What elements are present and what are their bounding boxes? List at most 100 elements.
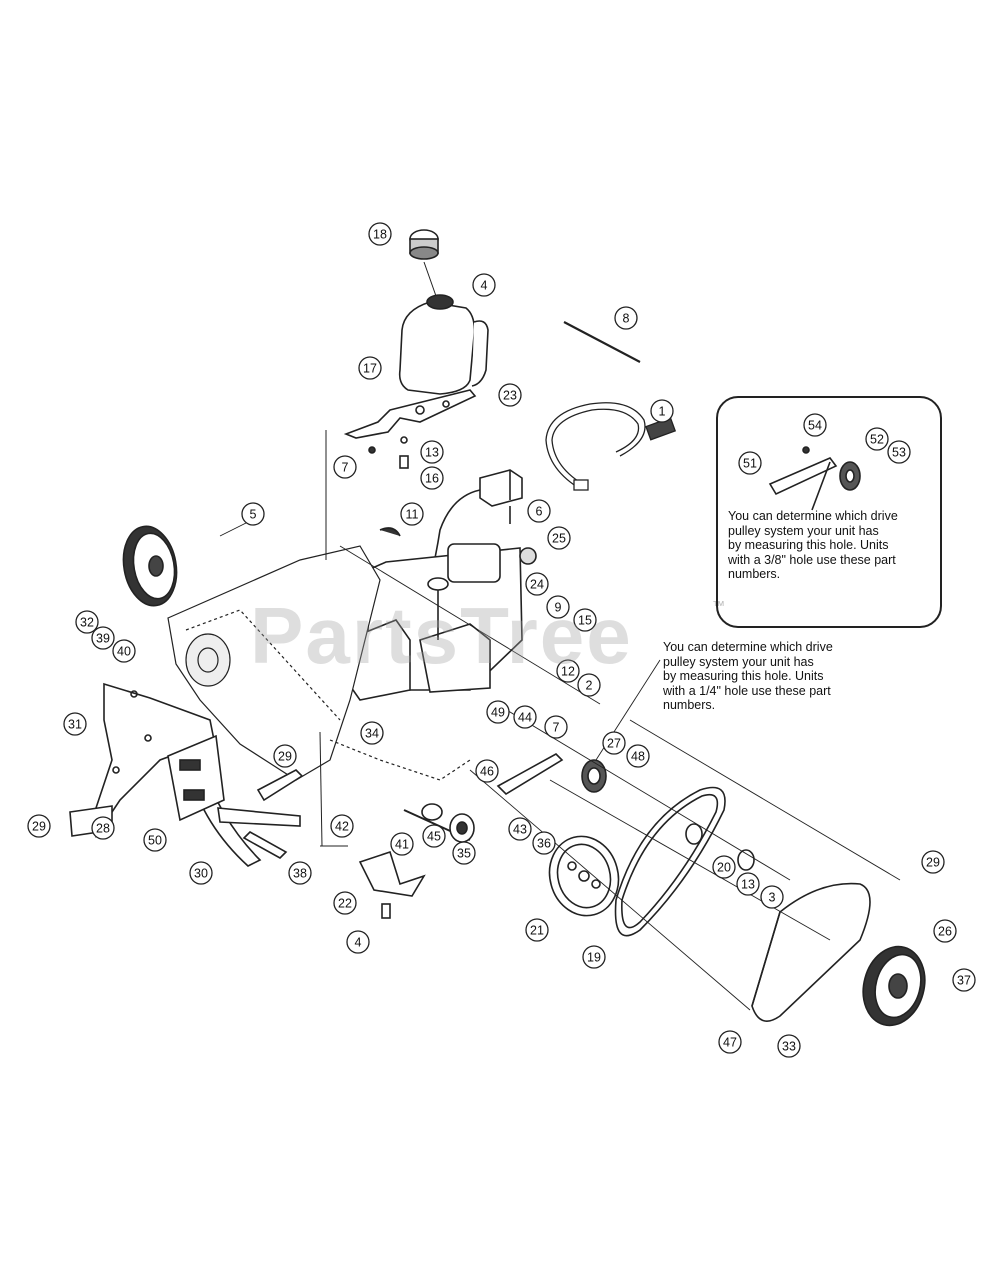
part-callout-7: 7 [544, 715, 568, 739]
part-callout-33: 33 [777, 1034, 801, 1058]
part-number: 36 [537, 837, 551, 851]
part-number: 1 [659, 405, 666, 419]
main-note: You can determine which drive pulley sys… [663, 640, 833, 712]
part-callout-49: 49 [486, 700, 510, 724]
left-wheel [122, 525, 178, 607]
tank-bracket [343, 389, 477, 439]
part-number: 7 [553, 721, 560, 735]
part-number: 4 [355, 936, 362, 950]
part-callout-25: 25 [547, 526, 571, 550]
part-callout-32: 32 [75, 610, 99, 634]
part-callout-11: 11 [400, 502, 424, 526]
part-number: 33 [782, 1040, 796, 1054]
idler-pulley [581, 759, 607, 793]
part-number: 48 [631, 750, 645, 764]
part-callout-1: 1 [650, 399, 674, 423]
part-number: 3 [769, 891, 776, 905]
auger-housing [167, 430, 471, 847]
part-number: 9 [555, 601, 562, 615]
part-callout-50: 50 [143, 828, 167, 852]
part-number: 15 [578, 614, 592, 628]
part-callout-29: 29 [27, 814, 51, 838]
part-callout-51: 51 [738, 451, 762, 475]
part-number: 7 [342, 461, 349, 475]
part-callout-13: 13 [420, 440, 444, 464]
part-callout-37: 37 [952, 968, 976, 992]
mount-bracket [167, 734, 225, 822]
side-plate [91, 682, 215, 838]
inset-box [716, 396, 942, 628]
part-number: 32 [80, 616, 94, 630]
watermark: PartsTree [250, 591, 633, 680]
part-callout-48: 48 [626, 744, 650, 768]
part-number: 24 [530, 578, 544, 592]
part-callout-8: 8 [614, 306, 638, 330]
part-number: 29 [278, 750, 292, 764]
fuel-cap [409, 229, 439, 297]
inset-note: You can determine which drive pulley sys… [728, 509, 898, 581]
part-number: 26 [938, 925, 952, 939]
part-callout-28: 28 [91, 816, 115, 840]
part-callout-47: 47 [718, 1030, 742, 1054]
part-number: 43 [513, 823, 527, 837]
part-number: 46 [480, 765, 494, 779]
part-number: 4 [481, 279, 488, 293]
part-callout-46: 46 [475, 759, 499, 783]
idler-arm [496, 753, 564, 796]
part-callout-18: 18 [368, 222, 392, 246]
part-callout-20: 20 [712, 855, 736, 879]
part-number: 22 [338, 897, 352, 911]
part-callout-9: 9 [546, 595, 570, 619]
part-number: 2 [586, 679, 593, 693]
part-callout-26: 26 [933, 919, 957, 943]
part-number: 35 [457, 847, 471, 861]
part-number: 40 [117, 645, 131, 659]
part-number: 34 [365, 727, 379, 741]
part-number: 38 [293, 867, 307, 881]
part-number: 31 [68, 718, 82, 732]
part-number: 21 [530, 924, 544, 938]
part-callout-15: 15 [573, 608, 597, 632]
power-cord [545, 402, 677, 491]
part-number: 47 [723, 1036, 737, 1050]
part-callout-4: 4 [472, 273, 496, 297]
part-number: 29 [926, 856, 940, 870]
part-callout-34: 34 [360, 721, 384, 745]
part-callout-38: 38 [288, 861, 312, 885]
chute-bracket [358, 850, 426, 897]
part-number: 23 [503, 389, 517, 403]
part-number: 8 [623, 312, 630, 326]
part-callout-45: 45 [422, 824, 446, 848]
part-number: 50 [148, 834, 162, 848]
inset-drive-arm [768, 446, 861, 511]
part-callout-31: 31 [63, 712, 87, 736]
part-callout-27: 27 [602, 731, 626, 755]
part-number: 30 [194, 867, 208, 881]
part-number: 29 [32, 820, 46, 834]
part-callout-54: 54 [803, 413, 827, 437]
part-callout-5: 5 [241, 502, 265, 526]
part-callout-21: 21 [525, 918, 549, 942]
part-number: 18 [373, 228, 387, 242]
part-number: 16 [425, 472, 439, 486]
part-callout-29: 29 [273, 744, 297, 768]
drive-pulley [548, 835, 620, 917]
part-number: 13 [425, 446, 439, 460]
part-callout-42: 42 [330, 814, 354, 838]
part-number: 12 [561, 665, 575, 679]
part-callout-7: 7 [333, 455, 357, 479]
part-number: 39 [96, 632, 110, 646]
part-number: 54 [808, 419, 822, 433]
part-callout-2: 2 [577, 673, 601, 697]
part-callout-6: 6 [527, 499, 551, 523]
part-callout-29: 29 [921, 850, 945, 874]
part-callout-16: 16 [420, 466, 444, 490]
part-number: 51 [743, 457, 757, 471]
part-callout-43: 43 [508, 817, 532, 841]
part-number: 17 [363, 362, 377, 376]
part-number: 13 [741, 878, 755, 892]
right-wheel [862, 945, 926, 1027]
part-number: 53 [892, 446, 906, 460]
part-number: 37 [957, 974, 971, 988]
